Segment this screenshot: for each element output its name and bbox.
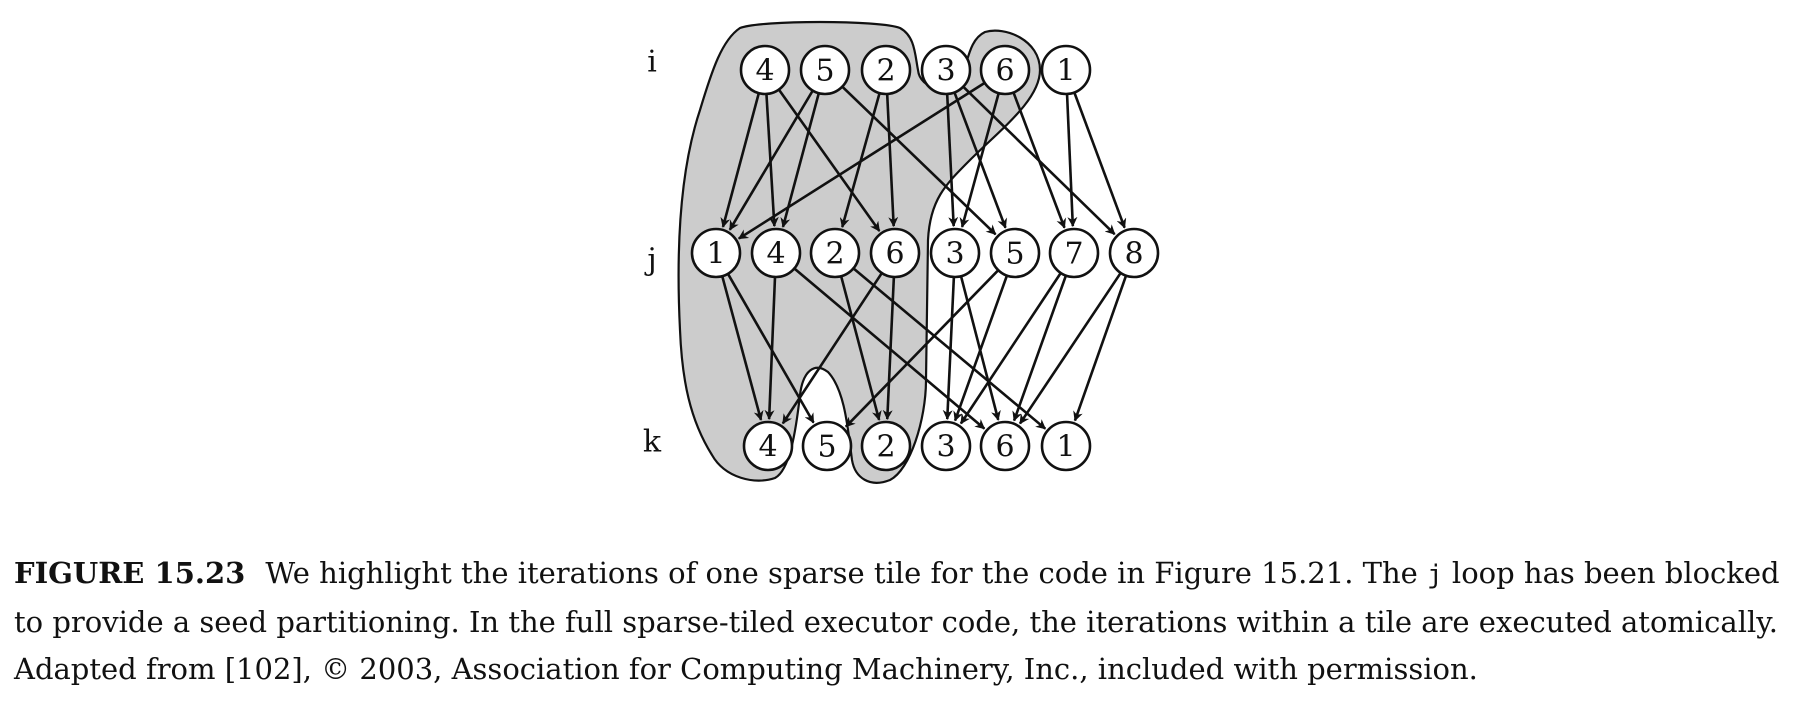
node-label: 6 (885, 237, 904, 272)
edge-j-k-0 (720, 275, 764, 421)
node-circle (750, 227, 802, 279)
node-circle (1108, 227, 1160, 279)
edge-i-j-14 (1073, 92, 1127, 229)
node-i-5: 1 (1040, 44, 1092, 96)
node-circle (742, 420, 794, 472)
node-j-7: 8 (1108, 227, 1160, 279)
edge-i-j-13 (1065, 93, 1078, 228)
edge-j-k-4 (839, 275, 882, 421)
node-circle (1040, 420, 1092, 472)
figure-caption: FIGURE 15.23 We highlight the iterations … (14, 550, 1804, 693)
node-circle (869, 227, 921, 279)
node-j-0: 1 (690, 227, 742, 279)
row-label-i: i (647, 45, 657, 80)
node-circle (799, 44, 851, 96)
node-label: 2 (876, 54, 895, 89)
caption-code-j: j (1427, 560, 1443, 590)
node-label: 5 (815, 54, 834, 89)
node-j-3: 6 (869, 227, 921, 279)
caption-text-1: We highlight the iterations of one spars… (265, 556, 1428, 590)
edge-j-k-15 (1073, 275, 1128, 422)
node-label: 4 (766, 237, 785, 272)
node-k-3: 3 (920, 420, 972, 472)
node-j-6: 7 (1048, 227, 1100, 279)
edge-i-j-15 (962, 85, 1116, 236)
node-k-5: 1 (1040, 420, 1092, 472)
edge-i-j-2 (728, 89, 814, 231)
edge-j-k-12 (959, 272, 1062, 425)
node-label: 6 (995, 54, 1014, 89)
node-label: 7 (1064, 237, 1083, 272)
node-i-3: 3 (920, 44, 972, 96)
node-k-2: 2 (860, 420, 912, 472)
node-i-2: 2 (860, 44, 912, 96)
node-label: 1 (706, 237, 725, 272)
edge-j-k-10 (953, 275, 1009, 422)
edge-j-k-14 (1018, 272, 1122, 425)
node-label: 1 (1056, 54, 1075, 89)
edge-i-j-3 (780, 92, 821, 228)
node-label: 3 (936, 430, 955, 465)
node-label: 2 (825, 237, 844, 272)
edge-i-j-7 (777, 88, 881, 232)
node-circle (1040, 44, 1092, 96)
edge-j-k-8 (942, 276, 956, 421)
edge-i-j-6 (841, 85, 997, 236)
node-circle (929, 227, 981, 279)
node-circle (860, 420, 912, 472)
node-label: 5 (1005, 237, 1024, 272)
node-label: 1 (1056, 430, 1075, 465)
node-circle (801, 420, 853, 472)
node-label: 8 (1124, 237, 1143, 272)
node-k-4: 6 (979, 420, 1031, 472)
sparse-tile-diagram: i j k 4 5 2 3 6 1 1 4 2 6 3 5 7 8 4 5 2 3 6 1 (643, 20, 1160, 484)
node-j-4: 3 (929, 227, 981, 279)
node-circle (690, 227, 742, 279)
node-k-1: 5 (801, 420, 853, 472)
node-label: 6 (995, 430, 1014, 465)
node-i-1: 5 (799, 44, 851, 96)
node-circle (739, 44, 791, 96)
node-i-4: 6 (979, 44, 1031, 96)
edge-i-j-10 (737, 81, 986, 240)
node-label: 4 (758, 430, 777, 465)
row-label-k: k (643, 425, 662, 460)
edge-i-j-5 (885, 93, 899, 228)
node-circle (979, 44, 1031, 96)
row-labels: i j k (643, 45, 662, 460)
node-j-1: 4 (750, 227, 802, 279)
edges (720, 81, 1128, 430)
edge-j-k-13 (1012, 275, 1068, 422)
node-circle (920, 420, 972, 472)
edge-j-k-9 (959, 275, 1001, 421)
edge-i-j-0 (720, 92, 761, 228)
node-circle (860, 44, 912, 96)
node-circle (1048, 227, 1100, 279)
node-j-5: 5 (989, 227, 1041, 279)
node-circle (809, 227, 861, 279)
node-j-2: 2 (809, 227, 861, 279)
row-label-j: j (644, 243, 656, 278)
caption-text-2: loop has been blocked to provide a seed … (14, 556, 1780, 686)
figure-label: FIGURE 15.23 (14, 556, 246, 590)
node-label: 2 (876, 430, 895, 465)
node-circle (979, 420, 1031, 472)
node-circle (989, 227, 1041, 279)
node-circle (920, 44, 972, 96)
edge-j-k-6 (781, 272, 883, 425)
edge-j-k-2 (764, 276, 777, 421)
node-label: 3 (936, 54, 955, 89)
node-label: 4 (755, 54, 774, 89)
node-i-0: 4 (739, 44, 791, 96)
node-k-0: 4 (742, 420, 794, 472)
node-label: 3 (945, 237, 964, 272)
edge-i-j-8 (945, 93, 959, 228)
nodes: 4 5 2 3 6 1 1 4 2 6 3 5 7 8 4 5 2 3 6 1 (690, 44, 1160, 472)
node-label: 5 (817, 430, 836, 465)
edge-j-k-11 (844, 269, 1000, 428)
